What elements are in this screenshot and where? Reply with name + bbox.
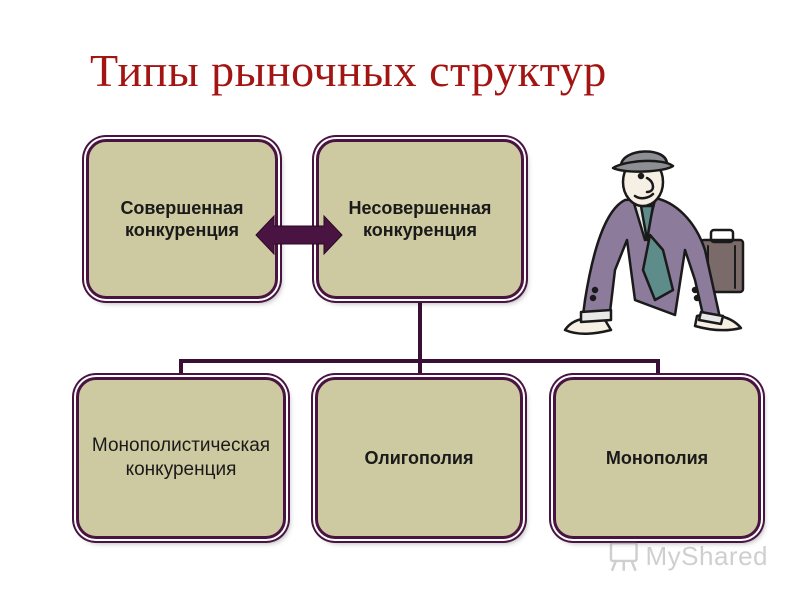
monopolistic-competition-line2: конкуренция: [125, 459, 237, 480]
oligopoly-box: Олигополия: [315, 377, 523, 539]
imperfect-competition-line2: конкуренция: [363, 220, 477, 240]
perfect-competition-line1: Совершенная: [120, 197, 244, 218]
monopolistic-competition-box: Монополистическая конкуренция: [76, 377, 286, 539]
perfect-competition-box: Совершенная конкуренция: [86, 139, 278, 299]
presentation-board-icon: [609, 541, 638, 572]
monopolistic-competition-line1: Монополистическая: [91, 435, 271, 457]
businessman-with-briefcase-icon: [563, 150, 745, 335]
monopoly-label: Монополия: [605, 447, 709, 468]
slide-title: Типы рыночных структур: [90, 45, 607, 96]
monopoly-box: Монополия: [553, 377, 761, 539]
watermark-text: MyShared: [645, 540, 768, 571]
oligopoly-label: Олигополия: [364, 447, 474, 468]
mysharedwatermark-icon: MyShared: [608, 538, 768, 574]
imperfect-competition-box: Несовершенная конкуренция: [316, 139, 524, 299]
imperfect-competition-line1: Несовершенная: [348, 197, 492, 218]
perfect-competition-line2: конкуренция: [125, 220, 239, 240]
